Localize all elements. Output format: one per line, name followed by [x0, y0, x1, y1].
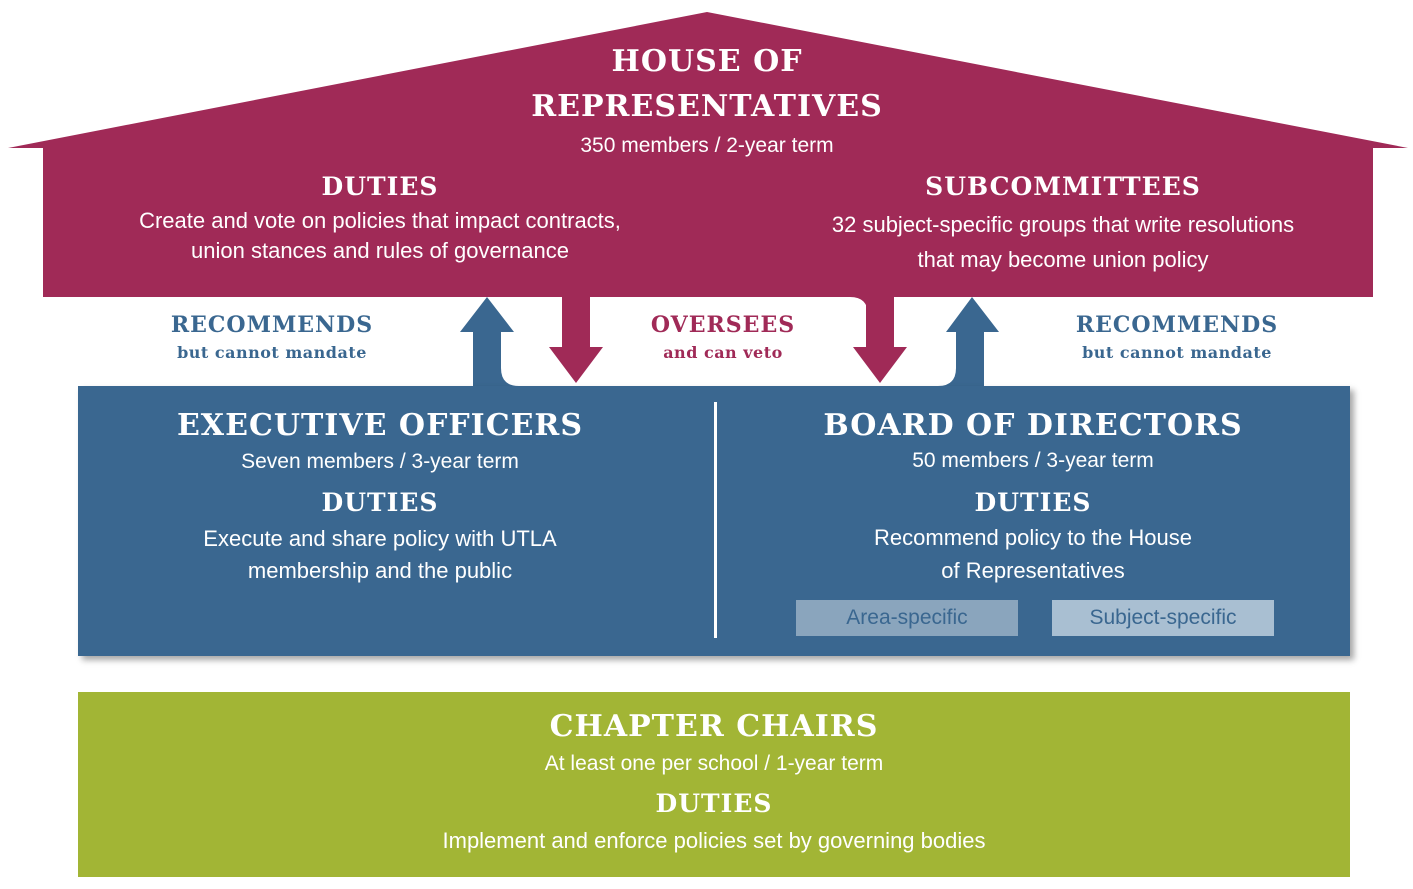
executive-title: EXECUTIVE OFFICERS	[176, 408, 584, 443]
house-subtitle: 350 members / 2-year term	[580, 134, 834, 157]
executive-subtitle: Seven members / 3-year term	[241, 450, 519, 473]
oversees-arrow-left	[549, 297, 603, 383]
subcommittees-heading: SUBCOMMITTEES	[925, 172, 1201, 201]
relation-center-sublabel: and can veto	[663, 343, 783, 362]
board-duties-heading: DUTIES	[974, 488, 1092, 517]
board-connector-right	[938, 297, 999, 386]
chapter-duties-heading: DUTIES	[655, 789, 773, 818]
board-duties-line1: Recommend policy to the House	[874, 525, 1192, 550]
chapter-chairs-box	[78, 692, 1350, 877]
house-title-line1: HOUSE OF	[611, 44, 803, 79]
subcommittees-line1: 32 subject-specific groups that write re…	[831, 212, 1295, 237]
board-title: BOARD OF DIRECTORS	[823, 408, 1243, 443]
house-duties-line2: union stances and rules of governance	[191, 238, 569, 263]
executive-duties-heading: DUTIES	[321, 488, 439, 517]
chapter-subtitle: At least one per school / 1-year term	[544, 752, 884, 775]
executive-duties-line1: Execute and share policy with UTLA	[203, 526, 557, 551]
relation-right-label: RECOMMENDS	[1075, 312, 1279, 338]
oversees-arrow-right	[853, 297, 907, 383]
house-duties-line1: Create and vote on policies that impact …	[139, 208, 621, 233]
subcommittees-line2: that may become union policy	[917, 247, 1209, 272]
house-shape	[8, 12, 1408, 297]
chapter-duties-line: Implement and enforce policies set by go…	[442, 828, 986, 853]
executive-board-divider	[714, 402, 717, 638]
relation-right-sublabel: but cannot mandate	[1082, 343, 1272, 362]
house-duties-heading: DUTIES	[321, 172, 439, 201]
tag-subject-specific: Subject-specific	[1052, 600, 1274, 636]
house-title-line2: REPRESENTATIVES	[531, 89, 883, 124]
relation-center-label: OVERSEES	[650, 312, 796, 338]
tag-area-specific: Area-specific	[796, 600, 1018, 636]
executive-duties-line2: membership and the public	[247, 558, 513, 583]
chapter-title: CHAPTER CHAIRS	[549, 709, 879, 744]
board-subtitle: 50 members / 3-year term	[912, 449, 1154, 472]
relation-left-sublabel: but cannot mandate	[177, 343, 367, 362]
relation-left-label: RECOMMENDS	[170, 312, 374, 338]
exec-connector-left	[460, 297, 545, 386]
board-duties-line2: of Representatives	[941, 558, 1125, 583]
